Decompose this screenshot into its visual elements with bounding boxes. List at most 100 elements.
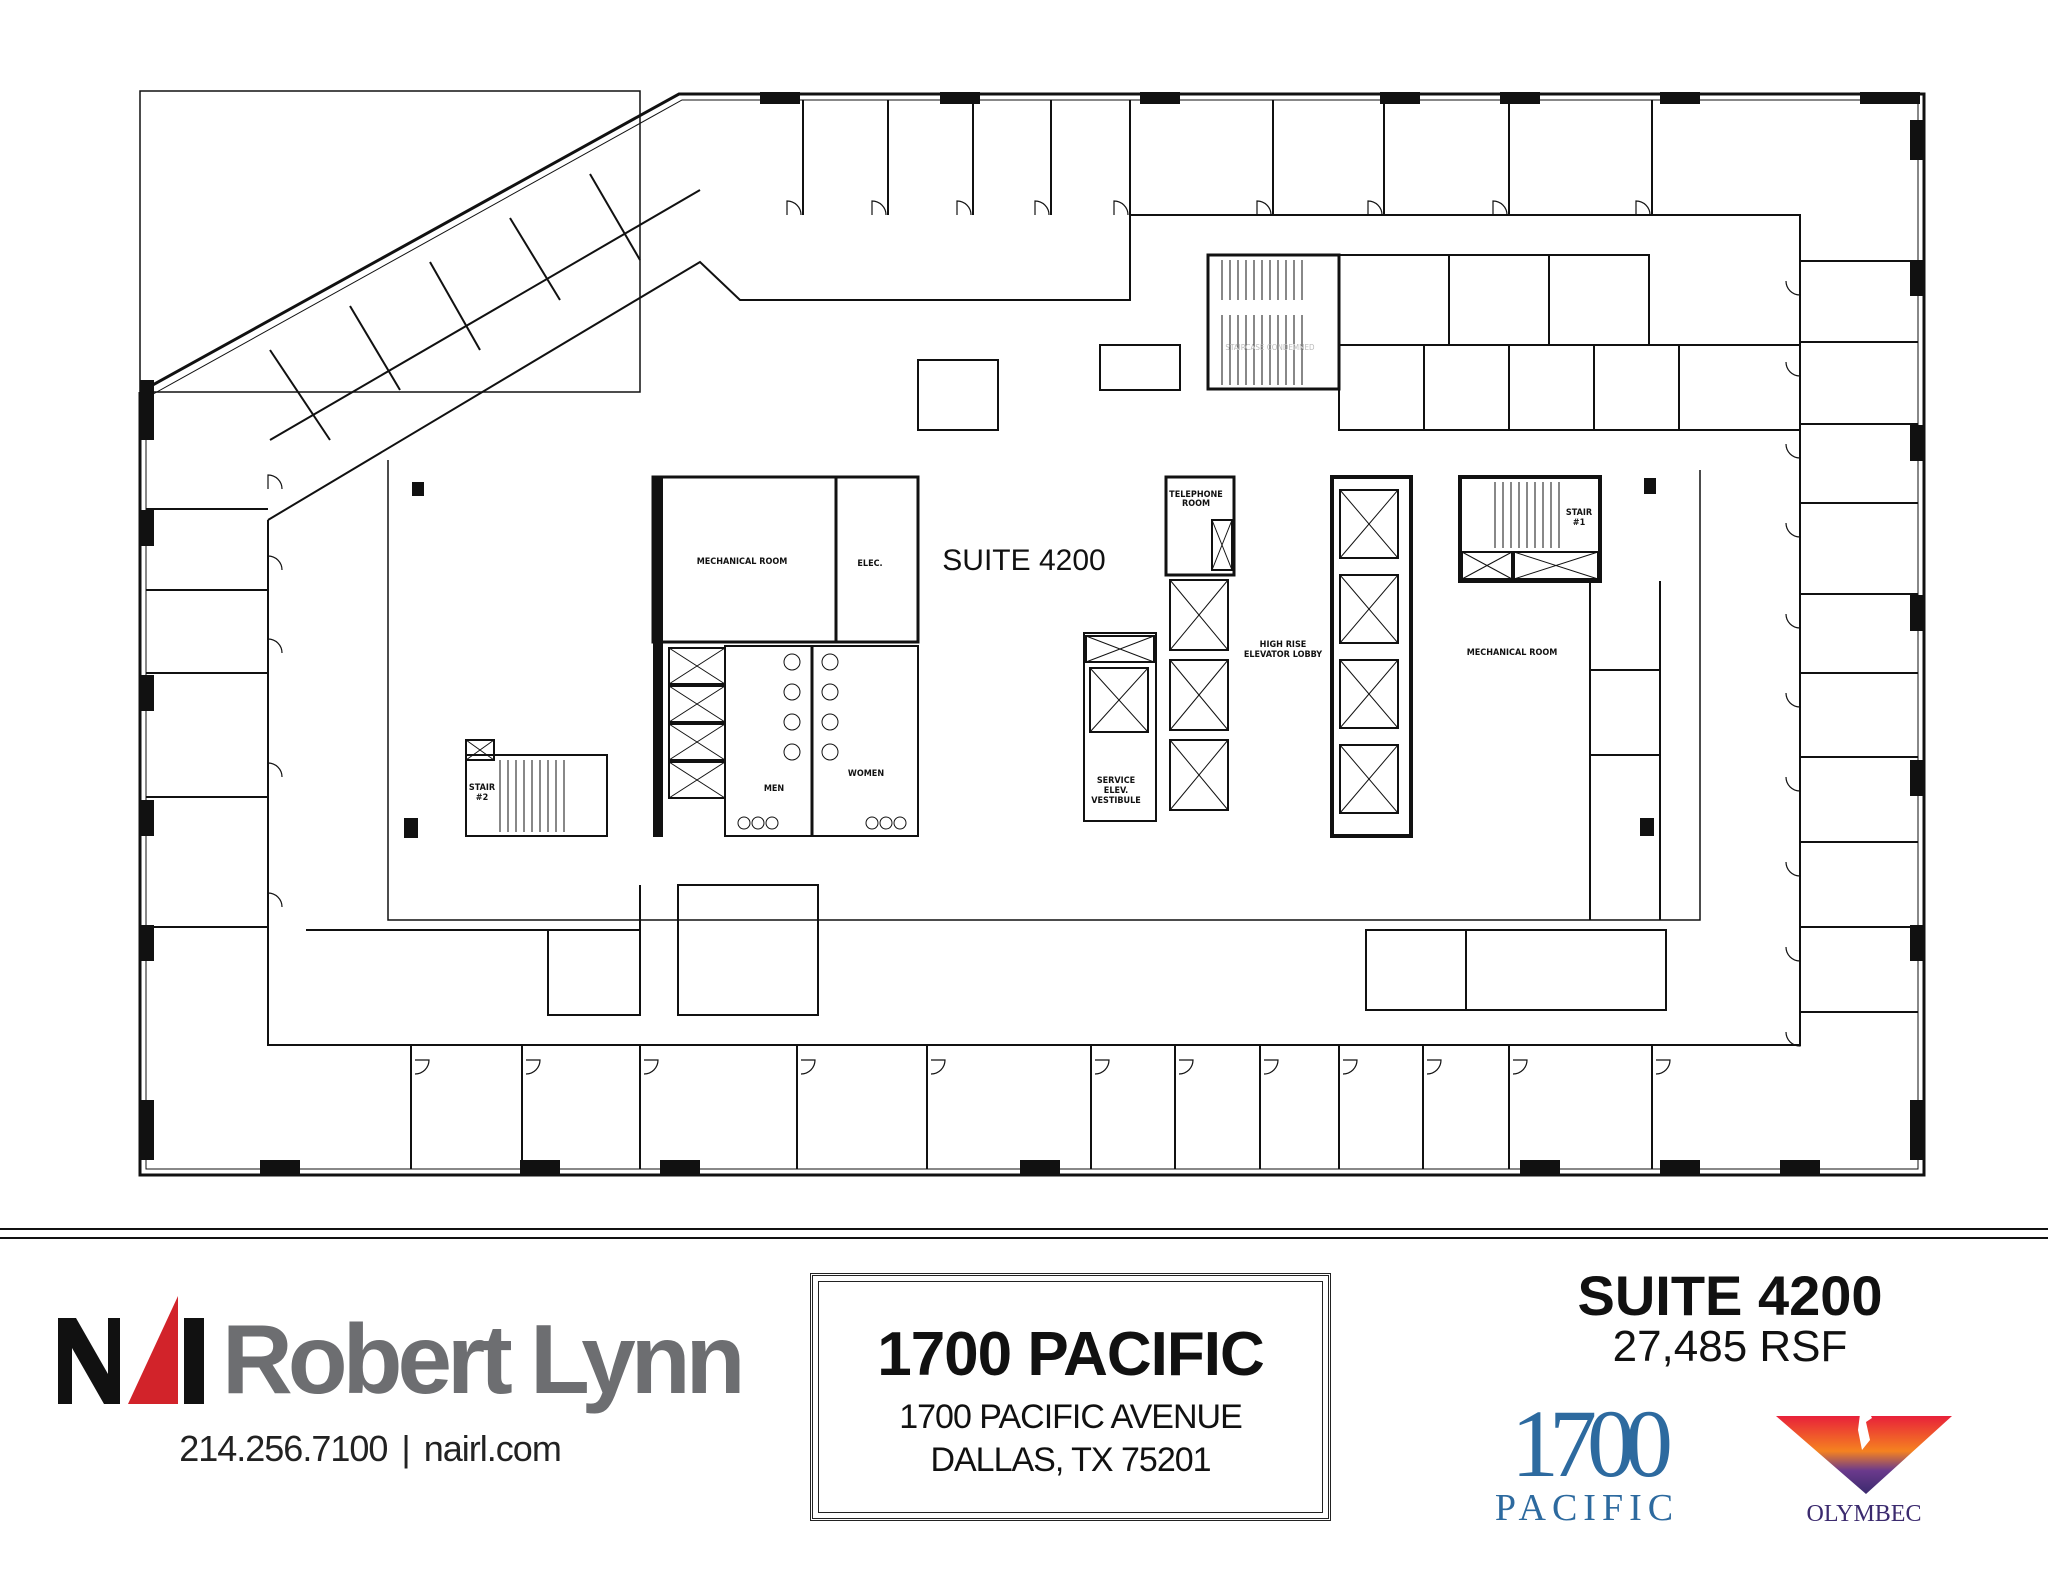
stair-1 — [1458, 475, 1602, 583]
office-partition — [509, 217, 561, 301]
duct-shaft-x — [668, 761, 726, 799]
column — [1910, 260, 1924, 296]
floor-plan-walls — [138, 90, 1926, 1177]
column — [1910, 425, 1924, 461]
column — [412, 482, 424, 496]
elevator-x — [1339, 744, 1399, 814]
service-vestibule-label-2: ELEV. — [1104, 786, 1128, 796]
elevator — [1169, 579, 1229, 651]
door-swing — [930, 1059, 946, 1075]
duct-shaft-x — [668, 647, 726, 685]
shaft-wall — [653, 477, 663, 837]
elevator — [1169, 739, 1229, 811]
logo-word: PACIFIC — [1494, 1487, 1680, 1530]
suite-title: SUITE 4200 — [1577, 1264, 1883, 1327]
stair-shaft — [465, 739, 495, 761]
column — [1644, 478, 1656, 494]
door-swing — [1113, 200, 1129, 216]
door-swing — [800, 1059, 816, 1075]
column — [404, 818, 418, 838]
door-swing — [643, 1059, 659, 1075]
footer-divider-bottom — [0, 1237, 2048, 1239]
office — [1508, 344, 1595, 431]
door-swing — [267, 474, 283, 490]
elevator-lobby-label: HIGH RISE — [1260, 640, 1307, 650]
office — [1548, 254, 1650, 346]
office-partition — [429, 261, 481, 351]
toilet-icon — [783, 683, 801, 701]
door-swing — [1426, 1059, 1442, 1075]
contact-separator: | — [401, 1428, 410, 1469]
stair-1-number: #1 — [1573, 518, 1586, 528]
column — [1520, 1160, 1560, 1174]
toilet-icon — [783, 743, 801, 761]
door-swing — [786, 200, 802, 216]
door-swing — [267, 555, 283, 571]
column — [520, 1160, 560, 1174]
telephone-room-label-2: ROOM — [1182, 499, 1210, 509]
column — [140, 510, 154, 546]
door-swing — [956, 200, 972, 216]
column — [140, 1100, 154, 1160]
column — [1910, 1100, 1924, 1160]
service-elevator-x — [1085, 635, 1155, 663]
suite-info: SUITE 4200 27,485 RSF — [1530, 1268, 1930, 1370]
floor-plan-marks — [140, 92, 1924, 1174]
elevator-x — [1169, 739, 1229, 811]
nai-mark-icon — [58, 1296, 204, 1404]
service-elevator — [1085, 635, 1155, 663]
column — [1910, 760, 1924, 796]
stair-shaft — [1513, 551, 1599, 580]
stair-shaft-x — [1461, 551, 1513, 580]
staircase-condemned-label: STAIRCASE CONDEMNED — [1225, 343, 1315, 352]
broker-contact: 214.256.7100 | nairl.com — [120, 1428, 620, 1470]
elevator — [1339, 489, 1399, 559]
door-swing — [414, 1059, 430, 1075]
column — [1660, 1160, 1700, 1174]
sink-icon — [751, 816, 765, 830]
city-state-zip: DALLAS, TX 75201 — [930, 1441, 1211, 1479]
address-box: 1700 PACIFIC 1700 PACIFIC AVENUE DALLAS,… — [810, 1273, 1331, 1521]
column — [1910, 120, 1924, 160]
olymbec-eagle-icon — [1776, 1410, 1952, 1494]
diagonal-corridor-wall — [269, 189, 701, 441]
door-swing — [1785, 946, 1801, 962]
office-partition — [589, 173, 641, 261]
door-swing — [1785, 861, 1801, 877]
1700-pacific-logo: 1700 PACIFIC — [1492, 1390, 1682, 1530]
column — [140, 380, 154, 440]
sink-icon — [879, 816, 893, 830]
elevator-lobby-label-2: ELEVATOR LOBBY — [1244, 650, 1322, 660]
footer-divider-top — [0, 1228, 2048, 1230]
sink-icon — [737, 816, 751, 830]
door-swing — [1263, 1059, 1279, 1075]
door-swing — [1785, 522, 1801, 538]
broker-website[interactable]: nairl.com — [423, 1428, 562, 1469]
mechanical-room-left-label: MECHANICAL ROOM — [697, 557, 788, 567]
toilet-icon — [821, 743, 839, 761]
storage-room — [677, 884, 819, 1016]
women-room-label: WOMEN — [848, 769, 884, 779]
office-partition — [349, 305, 401, 391]
telephone-room — [1164, 475, 1236, 577]
duct-shaft-x — [668, 685, 726, 723]
door-swing — [871, 200, 887, 216]
door-swing — [1635, 200, 1651, 216]
door-swing — [1178, 1059, 1194, 1075]
door-swing — [1094, 1059, 1110, 1075]
door-swing — [1785, 361, 1801, 377]
elevator-x — [1339, 489, 1399, 559]
terrace-outline — [139, 90, 641, 393]
door-swing — [1785, 613, 1801, 629]
broker-phone: 214.256.7100 — [179, 1428, 388, 1469]
elec-room — [834, 475, 920, 644]
logo-number: 1700 — [1511, 1390, 1673, 1497]
column — [140, 800, 154, 836]
column — [1640, 818, 1654, 836]
column — [1660, 92, 1700, 104]
door-swing — [1785, 692, 1801, 708]
elevator — [1339, 574, 1399, 644]
elec-room-label: ELEC. — [857, 559, 882, 569]
door-swing — [1256, 200, 1272, 216]
office-partition — [269, 349, 331, 441]
